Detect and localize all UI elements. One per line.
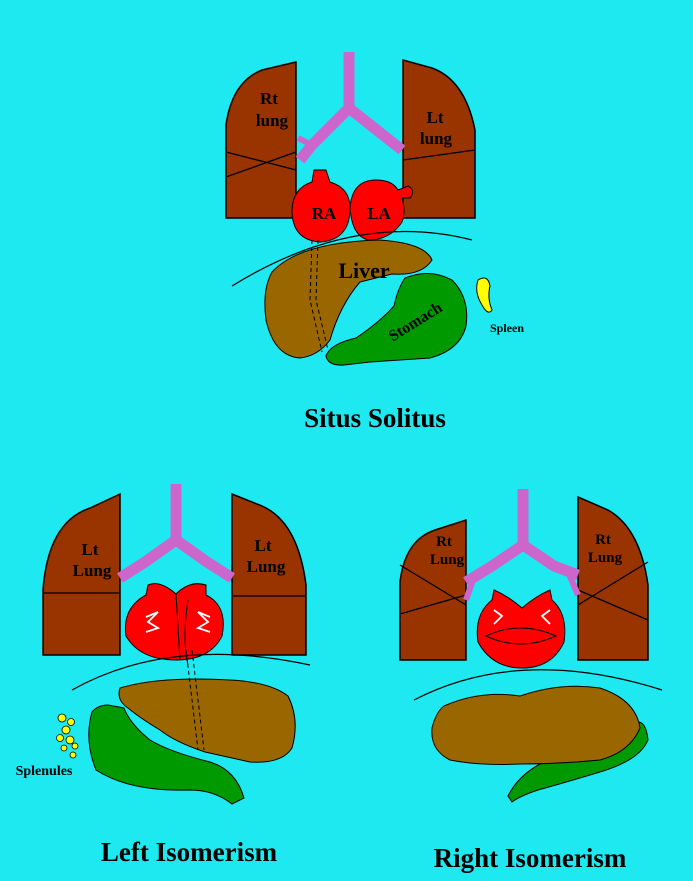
lung-fissure	[402, 149, 476, 161]
lung1-label-line1: Rt	[436, 534, 452, 550]
heart	[476, 589, 566, 669]
airway-tree	[463, 489, 580, 587]
right-lung-2	[577, 495, 649, 661]
left-lung-label-line1: Lt	[427, 108, 444, 127]
diaphragm	[413, 669, 663, 701]
lung-fissure	[225, 151, 297, 171]
lung2-label-line1: Lt	[255, 536, 272, 555]
right-isomerism-caption: Right Isomerism	[434, 843, 627, 873]
ivc-line	[185, 649, 199, 751]
heart-line	[484, 627, 558, 645]
ivc-line	[191, 649, 205, 751]
right-atrium	[291, 169, 351, 243]
splenules	[56, 713, 79, 759]
lung-fissure	[577, 589, 649, 621]
liver	[431, 685, 641, 765]
splenule	[56, 734, 64, 742]
liver	[264, 239, 433, 359]
splenule	[57, 713, 67, 723]
lung2-label-line1: Rt	[595, 532, 611, 548]
airway-tree	[295, 52, 406, 164]
right-isomerism-panel: Rt Lung Rt Lung Right Isomerism	[399, 489, 663, 873]
liver	[118, 678, 296, 763]
appendage-mark	[540, 609, 551, 625]
left-isomerism-caption: Left Isomerism	[101, 837, 278, 867]
airway-tree	[117, 484, 235, 583]
lung-fissure	[225, 151, 297, 178]
ivc-line	[315, 239, 329, 351]
lung1-label-line2: Lung	[73, 561, 112, 580]
lung1-label-line2: Lung	[430, 552, 465, 568]
airway-branch	[296, 135, 314, 148]
splenule	[71, 742, 79, 750]
lung-fissure	[577, 561, 649, 606]
diaphragm	[231, 230, 473, 287]
splenule	[61, 725, 71, 735]
left-lung-2	[231, 492, 307, 656]
stomach	[325, 273, 468, 366]
liver-label: Liver	[338, 258, 390, 283]
stomach	[88, 704, 245, 805]
left-lung-label-line2: lung	[420, 129, 453, 148]
lung2-label-line2: Lung	[588, 550, 623, 566]
heart-line	[175, 593, 181, 661]
heart	[124, 583, 224, 661]
splenules-label: Splenules	[16, 764, 73, 779]
spleen-label: Spleen	[490, 321, 524, 335]
lung2-label-line2: Lung	[247, 557, 286, 576]
situs-solitus-caption: Situs Solitus	[304, 403, 446, 433]
left-atrium-label: LA	[367, 204, 391, 223]
appendage-mark	[145, 611, 161, 633]
lung1-label-line1: Lt	[82, 540, 99, 559]
appendage-mark	[195, 611, 211, 633]
splenule	[69, 751, 77, 759]
right-lung-1	[399, 518, 467, 661]
right-lung-label-line2: lung	[256, 111, 289, 130]
right-atrium-label: RA	[312, 204, 337, 223]
spleen	[476, 277, 493, 313]
left-lung	[402, 59, 476, 219]
splenule	[60, 744, 68, 752]
right-lung	[225, 61, 297, 219]
situs-solitus-panel: Rt lung Lt lung RA LA Liver Stomach Sple…	[225, 52, 524, 433]
diaphragm	[71, 653, 311, 691]
airway-branch	[463, 576, 477, 601]
splenule	[65, 735, 75, 745]
lung-fissure	[399, 564, 467, 606]
splenule	[67, 718, 75, 726]
left-isomerism-panel: Lt Lung Lt Lung Splenules Left Isomerism	[16, 484, 311, 867]
airway-branch	[565, 570, 581, 597]
left-lung-1	[42, 492, 121, 656]
right-lung-label-line1: Rt	[260, 89, 278, 108]
appendage-mark	[493, 609, 504, 625]
